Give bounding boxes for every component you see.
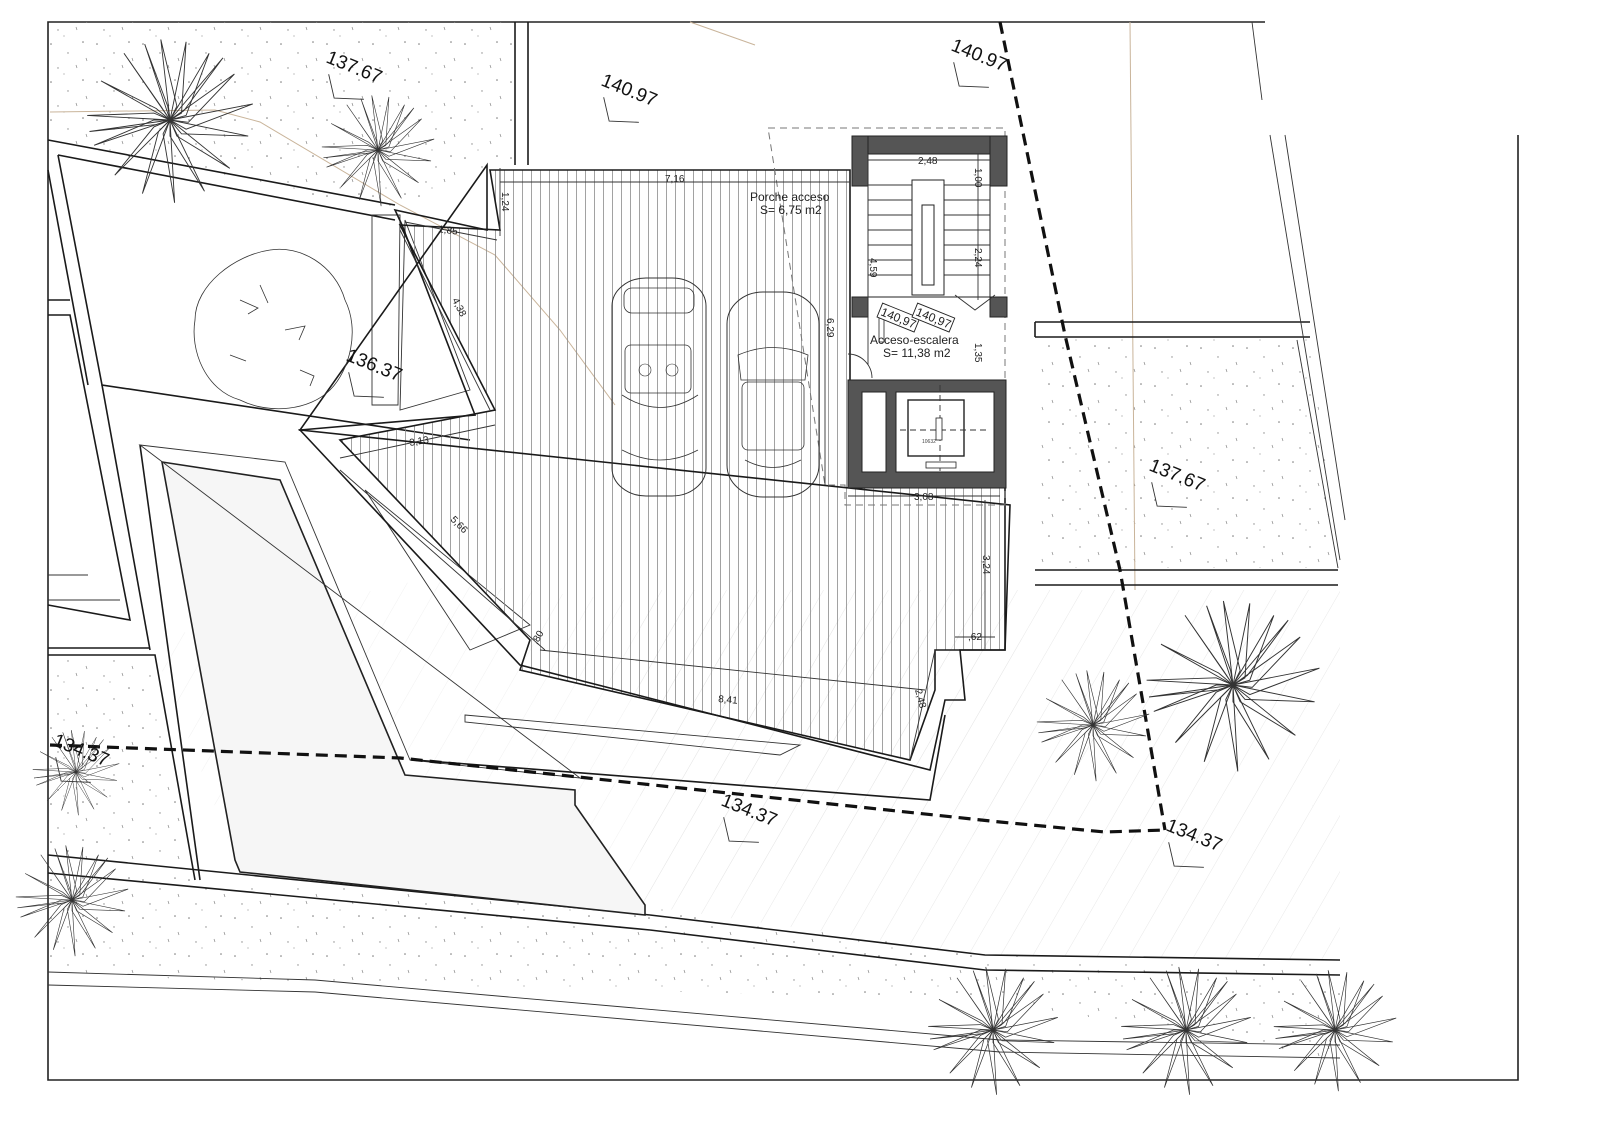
- space-labels: Porche acceso S= 6,75 m2 Acceso-escalera…: [750, 190, 959, 360]
- stair-name: Acceso-escalera: [870, 333, 959, 347]
- stair-area: S= 11,38 m2: [883, 346, 951, 360]
- svg-text:140.97: 140.97: [948, 35, 1010, 76]
- dimension-label: 6,29: [824, 318, 835, 338]
- boundary-walls: [47, 21, 1346, 1059]
- dimension-label: 7,16: [665, 174, 685, 185]
- dimension-label: 1,24: [499, 192, 510, 212]
- porch-area: S= 6,75 m2: [760, 203, 822, 217]
- dimension-label: 3,08: [914, 492, 934, 503]
- dimension-label: 2,24: [972, 248, 983, 268]
- stair-core: 10632: [847, 135, 1008, 489]
- pool: [138, 444, 646, 916]
- dimension-label: 3,13: [409, 435, 431, 449]
- dimension-lines: [339, 154, 1000, 761]
- dimension-label: 4,59: [867, 258, 878, 278]
- dimension-label: 2,48: [912, 688, 928, 710]
- level-marker: 136.37: [343, 345, 405, 398]
- property-line: [49, 21, 1167, 834]
- porch-name: Porche acceso: [750, 190, 830, 204]
- svg-text:136.37: 136.37: [343, 345, 405, 386]
- car-convertible: [611, 277, 707, 497]
- level-tags: 140,97 140,97: [876, 302, 956, 333]
- dimension-label: 2,48: [918, 156, 938, 167]
- level-marker: 140.97: [598, 70, 660, 123]
- svg-text:140.97: 140.97: [598, 70, 660, 111]
- dimension-label: 1,00: [972, 168, 983, 188]
- dimension-label: 1,35: [972, 343, 983, 363]
- dimension-label: 3,24: [980, 555, 991, 575]
- level-tag: 140,97: [879, 305, 919, 332]
- planters: [364, 214, 802, 756]
- vegetation: [15, 39, 1397, 1096]
- level-marker: 140.97: [948, 35, 1010, 88]
- car-coupe: [726, 291, 820, 498]
- dimension-label: ,62: [968, 632, 982, 643]
- level-tag: 140,97: [914, 305, 954, 332]
- deciduous-tree-icon: [193, 248, 353, 410]
- dimension-label: 8,41: [718, 694, 739, 707]
- building-outline: [767, 127, 1006, 506]
- dimension-label: 1,85: [438, 224, 459, 238]
- elevator-label: 10632: [922, 439, 936, 445]
